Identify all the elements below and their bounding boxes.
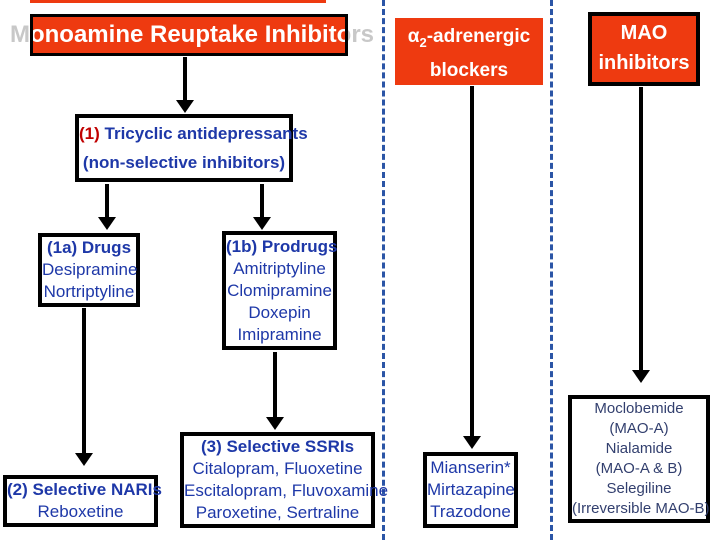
arrowhead-icon <box>463 436 481 449</box>
arrow-1b-to-ssris <box>273 352 277 417</box>
mao-line2: inhibitors <box>598 52 690 74</box>
drug-name: Paroxetine, Sertraline <box>195 503 360 522</box>
drug-name: Amitriptyline <box>233 259 326 278</box>
tricyclic-subtitle: (non-selective inhibitors) <box>82 153 286 172</box>
alpha-rest: -adrenergic <box>426 26 531 47</box>
drug-name: Mianserin* <box>430 458 511 477</box>
drug-name: Mirtazapine <box>427 480 515 499</box>
box-3-selective-ssris: (3) Selective SSRIs Citalopram, Fluoxeti… <box>180 432 389 528</box>
box-mao-inhibitors: MAO inhibitors <box>588 12 700 86</box>
tricyclic-number: (1) <box>79 124 100 143</box>
mao-line1: MAO <box>620 22 668 44</box>
group-1a-title: (1a) Drugs <box>46 238 132 257</box>
group-2-title: (2) Selective NARIs <box>7 480 162 499</box>
box-alpha2-drugs: Mianserin* Mirtazapine Trazodone <box>423 452 518 528</box>
drug-note: (Irreversible MAO-B) <box>572 500 710 517</box>
title-red-box: Monoamine Reuptake Inhibitors <box>30 14 348 56</box>
drug-name: Trazodone <box>430 502 511 521</box>
box-mao-drugs: Moclobemide (MAO-A) Nialamide (MAO-A & B… <box>568 395 710 523</box>
arrowhead-icon <box>98 217 116 230</box>
title-monoamine-reuptake-inhibitors: Monoamine Reuptake Inhibitors Monoamine … <box>0 14 384 56</box>
drug-name: Escitalopram, Fluvoxamine <box>184 481 389 500</box>
arrow-1a-to-naris <box>82 308 86 453</box>
column-divider-right <box>550 0 553 540</box>
column-divider-left <box>382 0 385 540</box>
drug-name: Citalopram, Fluoxetine <box>192 459 363 478</box>
drug-name: Nortriptyline <box>43 282 135 301</box>
drug-name: Imipramine <box>237 325 322 344</box>
arrowhead-icon <box>266 417 284 430</box>
drug-name: Doxepin <box>248 303 311 322</box>
drug-name: Clomipramine <box>227 281 332 300</box>
arrow-mao-to-drugs <box>639 87 643 370</box>
tricyclic-title: (1) Tricyclic antidepressants <box>79 119 308 148</box>
arrowhead-icon <box>253 217 271 230</box>
alpha2-line2: blockers <box>429 59 509 81</box>
tricyclic-name: Tricyclic antidepressants <box>99 124 308 143</box>
drug-name: Selegiline <box>606 480 672 497</box>
alpha2-line1: α2-adrenergic <box>395 23 543 57</box>
top-edge-red-strip <box>30 0 326 3</box>
group-1b-title: (1b) Prodrugs <box>226 237 338 256</box>
box-alpha2-adrenergic-blockers: α2-adrenergic blockers <box>395 18 543 85</box>
arrow-tricyclic-to-1b <box>260 184 264 217</box>
arrow-alpha2-to-drugs <box>470 86 474 436</box>
arrowhead-icon <box>632 370 650 383</box>
drug-note: (MAO-A) <box>609 420 669 437</box>
arrow-tricyclic-to-1a <box>105 184 109 217</box>
arrowhead-icon <box>75 453 93 466</box>
drug-note: (MAO-A & B) <box>595 460 683 477</box>
alpha-subscript: 2 <box>419 34 427 50</box>
arrowhead-icon <box>176 100 194 113</box>
alpha-glyph: α <box>407 26 420 47</box>
drug-name: Moclobemide <box>594 400 684 417</box>
box-1b-prodrugs: (1b) Prodrugs Amitriptyline Clomipramine… <box>222 231 337 350</box>
drug-name: Desipramine <box>42 260 138 279</box>
box-2-selective-naris: (2) Selective NARIs Reboxetine <box>3 475 162 527</box>
drug-name: Reboxetine <box>37 502 124 521</box>
drug-name: Nialamide <box>605 440 673 457</box>
title-text: Monoamine Reuptake Inhibitors <box>30 21 345 48</box>
arrow-title-to-tricyclic <box>183 57 187 100</box>
group-3-title: (3) Selective SSRIs <box>200 437 355 456</box>
box-tricyclic-antidepressants: (1) Tricyclic antidepressants (non-selec… <box>75 114 308 182</box>
box-1a-drugs: (1a) Drugs Desipramine Nortriptyline <box>38 233 140 307</box>
